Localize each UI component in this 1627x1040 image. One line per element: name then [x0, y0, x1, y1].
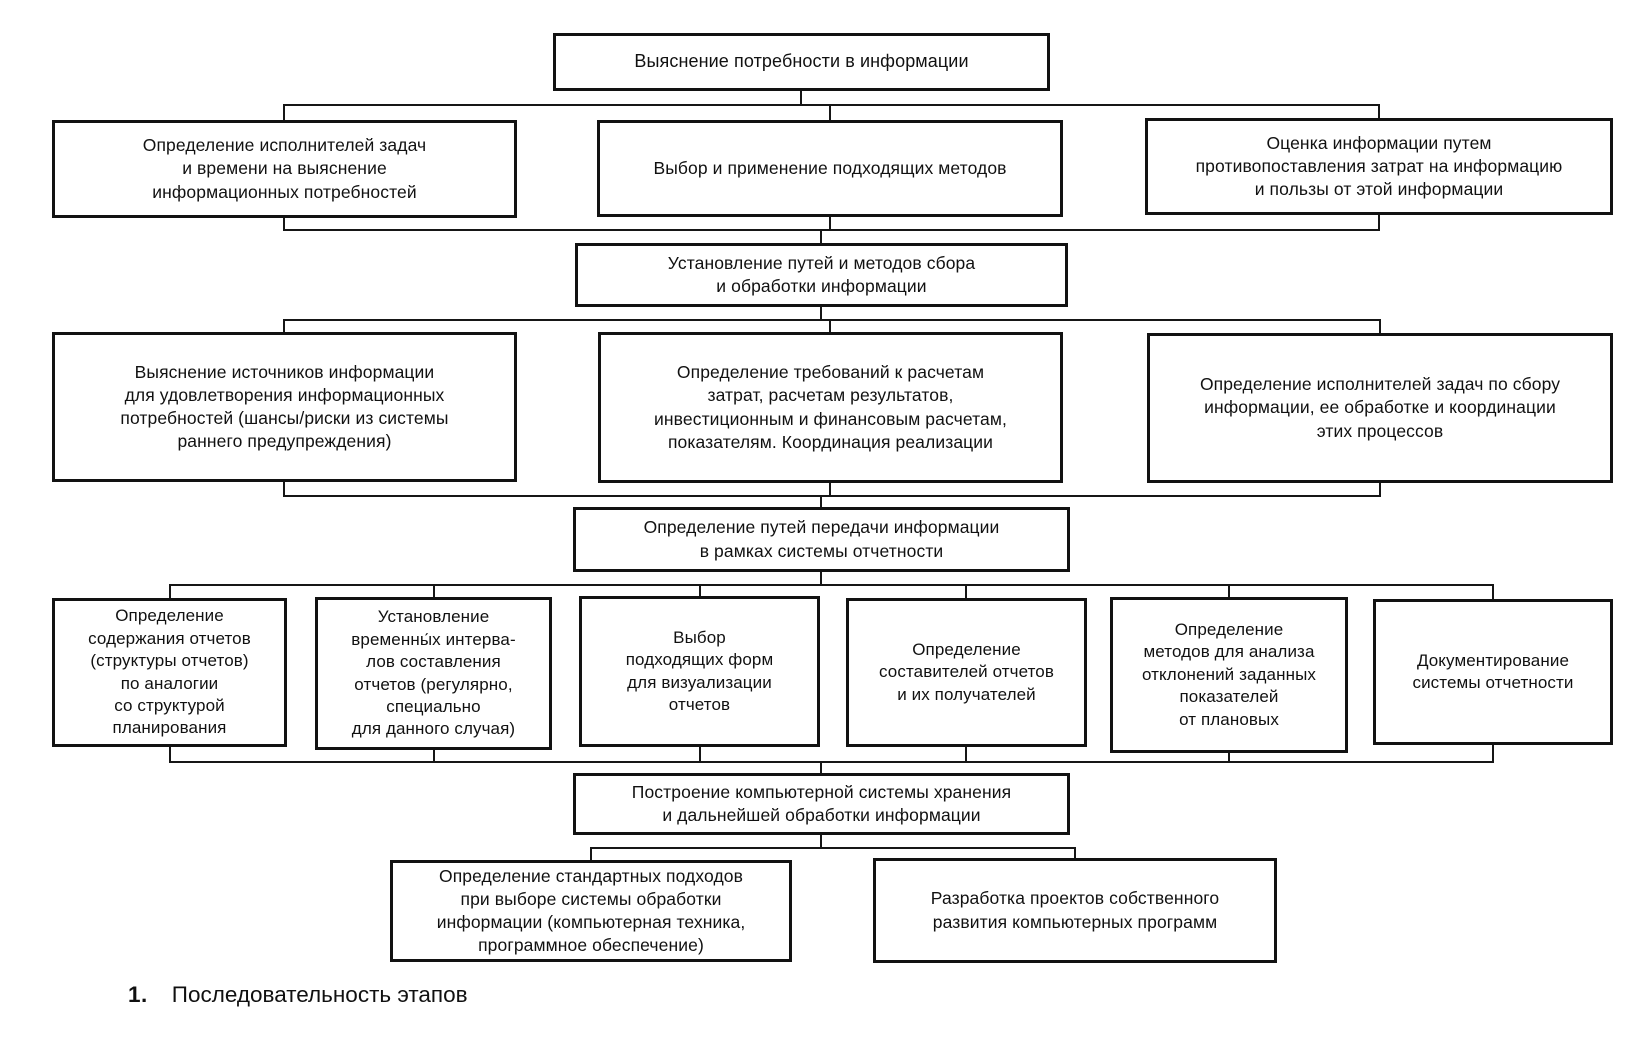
- connector-stem: [829, 482, 831, 496]
- node-report-forms: Выбор подходящих форм для визуализации о…: [579, 596, 820, 747]
- node-method-selection: Выбор и применение подходящих методов: [597, 120, 1063, 217]
- connector-stem: [699, 585, 701, 597]
- connector-stem: [1492, 585, 1494, 600]
- node-calculation-requirements: Определение требований к расчетам затрат…: [598, 332, 1063, 483]
- connector-stem: [283, 320, 285, 333]
- node-software-development: Разработка проектов собственного развити…: [873, 858, 1277, 963]
- connector-bus-5: [169, 584, 1494, 586]
- figure-caption: 1. Последовательность этапов: [128, 982, 468, 1008]
- connector-bus-3: [283, 319, 1381, 321]
- connector-stem: [699, 746, 701, 762]
- node-transfer-paths: Определение путей передачи информации в …: [573, 507, 1070, 572]
- connector-bus-4: [283, 495, 1381, 497]
- connector-stem: [1492, 744, 1494, 762]
- connector-bus-1: [283, 104, 1380, 106]
- node-info-need: Выяснение потребности в информации: [553, 33, 1050, 91]
- connector-stem: [1228, 752, 1230, 762]
- connector-stem: [820, 762, 822, 774]
- connector-stem: [1378, 214, 1380, 230]
- node-report-intervals: Установление временны́х интерва- лов сос…: [315, 597, 552, 750]
- connector-stem: [433, 749, 435, 762]
- connector-stem: [283, 481, 285, 496]
- node-task-executors-time: Определение исполнителей задач и времени…: [52, 120, 517, 218]
- connector-bus-7: [590, 847, 1076, 849]
- connector-stem: [829, 320, 831, 333]
- connector-stem: [1379, 320, 1381, 334]
- connector-stem: [1378, 105, 1380, 119]
- connector-stem: [1379, 482, 1381, 496]
- connector-stem: [820, 230, 822, 244]
- figure-caption-text: Последовательность этапов: [171, 982, 468, 1007]
- connector-stem: [965, 585, 967, 599]
- connector-stem: [800, 91, 802, 106]
- figure-caption-number: 1.: [128, 982, 148, 1007]
- connector-bus-2: [283, 229, 1380, 231]
- node-deviation-analysis: Определение методов для анализа отклонен…: [1110, 597, 1348, 753]
- connector-stem: [283, 217, 285, 230]
- connector-stem: [965, 746, 967, 762]
- node-info-sources: Выяснение источников информации для удов…: [52, 332, 517, 482]
- connector-stem: [829, 105, 831, 121]
- node-report-content: Определение содержания отчетов (структур…: [52, 598, 287, 747]
- connector-stem: [169, 585, 171, 599]
- connector-stem: [820, 306, 822, 320]
- connector-stem: [1074, 848, 1076, 859]
- node-computer-system: Построение компьютерной системы хранения…: [573, 773, 1070, 835]
- connector-stem: [820, 834, 822, 848]
- connector-bus-6: [169, 761, 1494, 763]
- connector-stem: [169, 746, 171, 762]
- connector-stem: [590, 848, 592, 861]
- connector-stem: [433, 585, 435, 598]
- node-info-cost-benefit: Оценка информации путем противопоставлен…: [1145, 118, 1613, 215]
- connector-stem: [829, 216, 831, 230]
- connector-stem: [1228, 585, 1230, 598]
- node-report-authors-recipients: Определение составителей отчетов и их по…: [846, 598, 1087, 747]
- connector-stem: [820, 571, 822, 585]
- node-standard-approaches: Определение стандартных подходов при выб…: [390, 860, 792, 962]
- connector-stem: [283, 105, 285, 121]
- node-reporting-documentation: Документирование системы отчетности: [1373, 599, 1613, 745]
- node-collection-methods: Установление путей и методов сбора и обр…: [575, 243, 1068, 307]
- connector-stem: [820, 496, 822, 508]
- node-collection-executors: Определение исполнителей задач по сбору …: [1147, 333, 1613, 483]
